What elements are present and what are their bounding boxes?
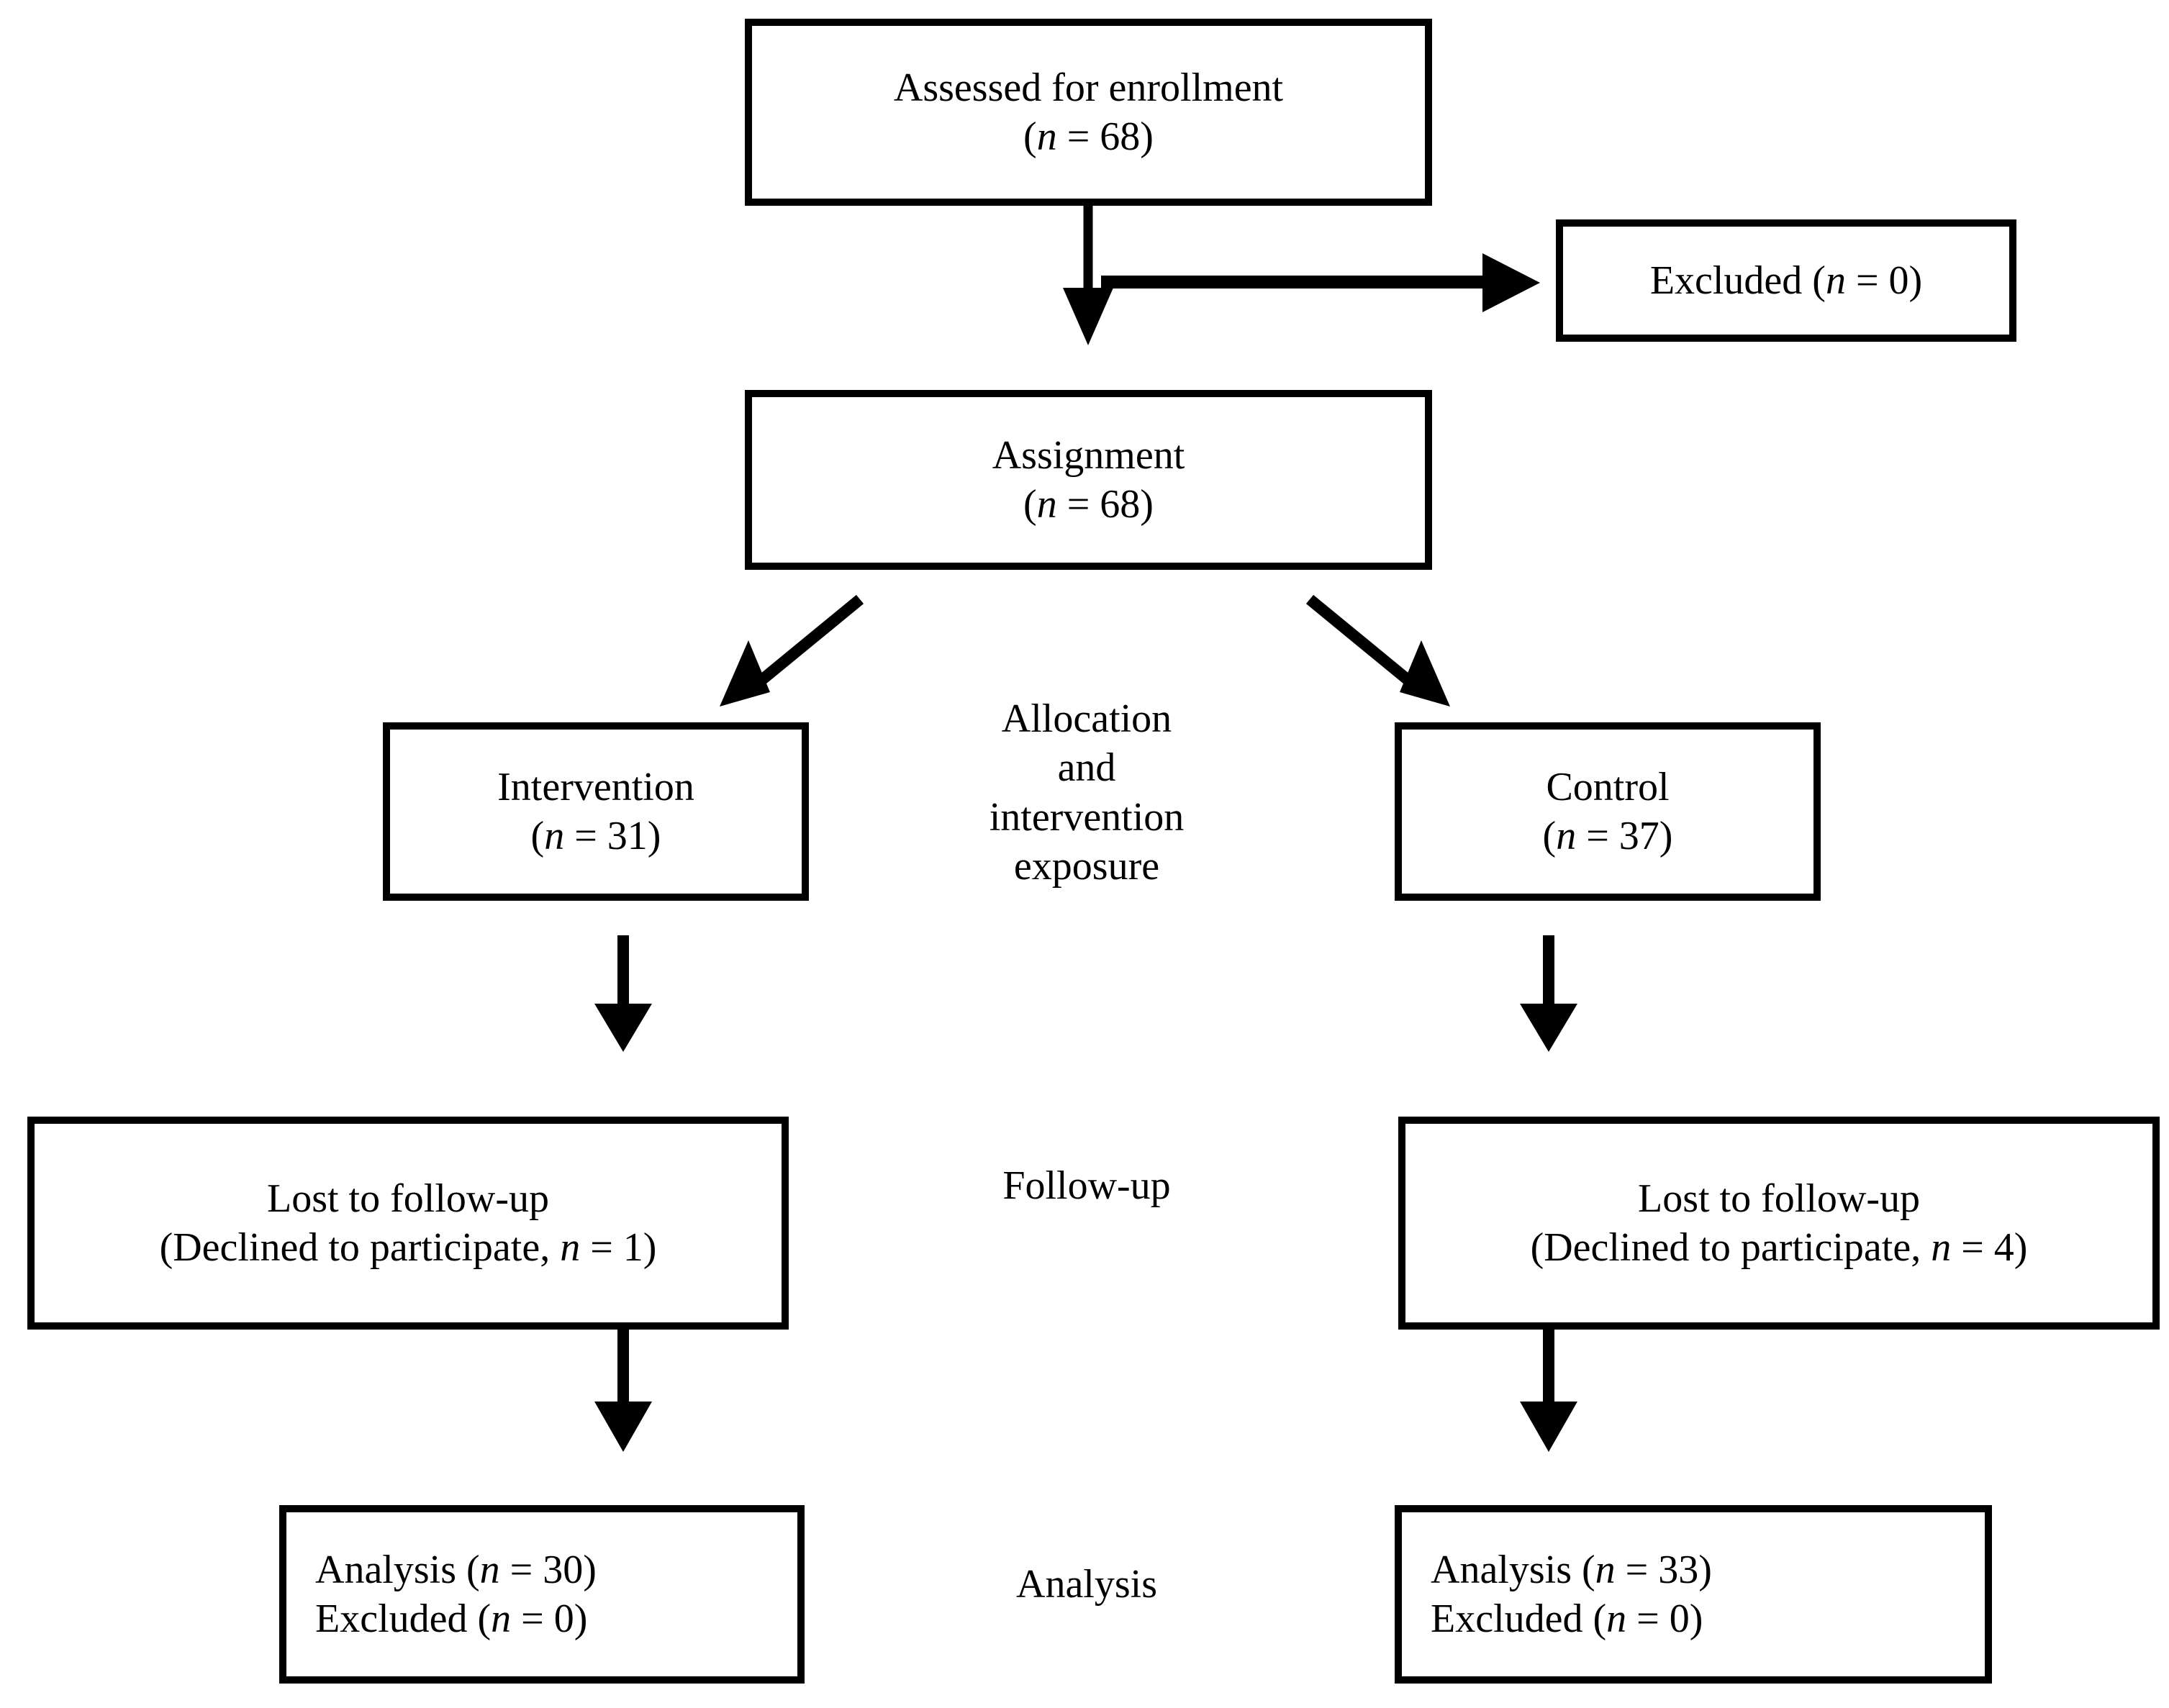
arrow-control-to-lost <box>1520 935 1577 1052</box>
analysis-right-line-1: Analysis (n = 33) <box>1431 1547 1712 1592</box>
analysis-control-box[interactable]: Analysis (n = 33) Excluded (n = 0) <box>1395 1505 1992 1684</box>
excluded-box[interactable]: Excluded (n = 0) <box>1556 219 2016 342</box>
arrow-lost-to-analysis-control <box>1520 1330 1577 1452</box>
control-line-2: (n = 37) <box>1542 814 1673 858</box>
excluded-line-1: Excluded (n = 0) <box>1649 258 1923 303</box>
stage-label-allocation: Allocation and intervention exposure <box>989 696 1185 889</box>
intervention-line-1: Intervention <box>497 764 694 809</box>
lost-to-followup-control-box[interactable]: Lost to follow-up (Declined to participa… <box>1398 1117 2160 1330</box>
arrow-intervention-to-lost <box>594 935 652 1052</box>
enrollment-line-2: (n = 68) <box>1023 114 1154 159</box>
assignment-box[interactable]: Assignment (n = 68) <box>745 390 1432 570</box>
analysis-right-line-2: Excluded (n = 0) <box>1431 1596 1703 1641</box>
lost-left-line-1: Lost to follow-up <box>267 1176 549 1221</box>
control-line-1: Control <box>1546 764 1670 809</box>
assignment-line-1: Assignment <box>992 432 1185 478</box>
analysis-intervention-box[interactable]: Analysis (n = 30) Excluded (n = 0) <box>279 1505 805 1684</box>
arrow-lost-to-analysis-intervention <box>594 1330 652 1452</box>
lost-left-line-2: (Declined to participate, n = 1) <box>159 1225 657 1270</box>
arrow-assignment-to-control <box>1305 594 1450 707</box>
arrow-enrollment-to-excluded <box>1101 253 1540 312</box>
arrow-assignment-to-intervention <box>720 594 864 707</box>
control-box[interactable]: Control (n = 37) <box>1395 722 1821 901</box>
assessed-for-enrollment-box[interactable]: Assessed for enrollment (n = 68) <box>745 19 1432 206</box>
lost-to-followup-intervention-box[interactable]: Lost to follow-up (Declined to participa… <box>27 1117 789 1330</box>
stage-label-followup: Follow-up <box>1002 1163 1171 1208</box>
intervention-line-2: (n = 31) <box>530 814 661 858</box>
analysis-left-line-2: Excluded (n = 0) <box>315 1596 588 1641</box>
stage-label-analysis: Analysis <box>1016 1562 1157 1607</box>
analysis-left-line-1: Analysis (n = 30) <box>315 1547 597 1592</box>
lost-right-line-2: (Declined to participate, n = 4) <box>1530 1225 2028 1270</box>
arrow-enrollment-to-assignment <box>1063 205 1113 345</box>
intervention-box[interactable]: Intervention (n = 31) <box>383 722 809 901</box>
lost-right-line-1: Lost to follow-up <box>1638 1176 1920 1221</box>
assignment-line-2: (n = 68) <box>1023 482 1154 527</box>
enrollment-line-1: Assessed for enrollment <box>893 65 1284 110</box>
